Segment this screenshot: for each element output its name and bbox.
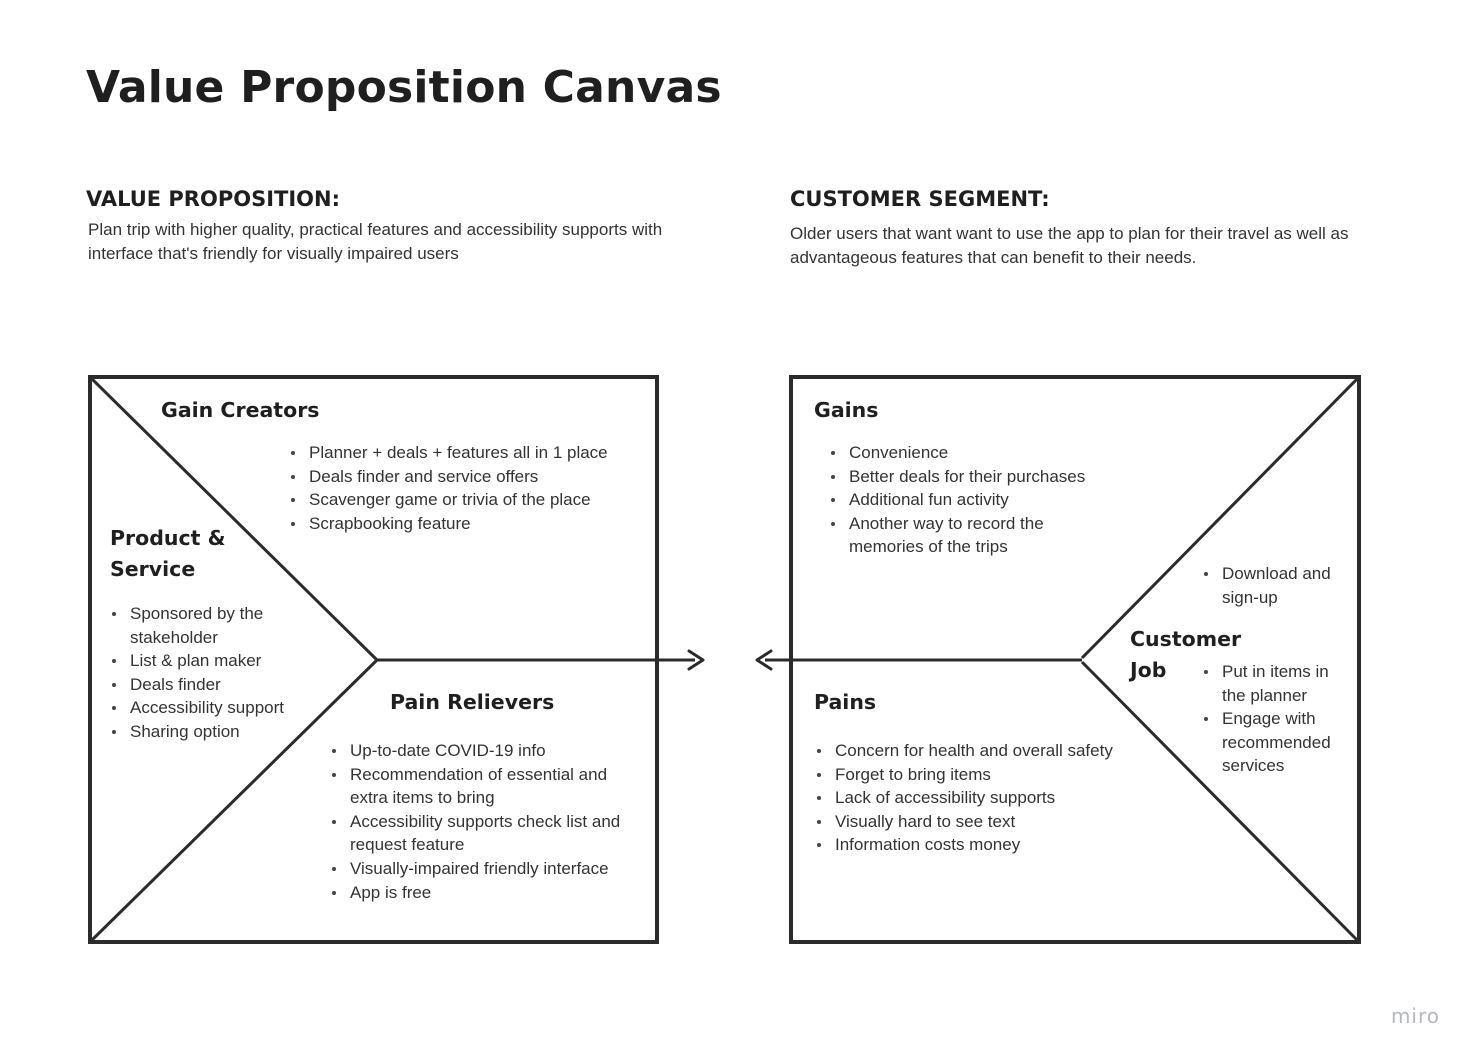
list-item: Accessibility supports check list and re… (330, 810, 630, 857)
list-item: Lack of accessibility supports (815, 786, 1145, 810)
list-item: Scrapbooking feature (289, 512, 639, 536)
right-arrow-head (687, 649, 705, 671)
gain-creators-title: Gain Creators (161, 398, 320, 422)
pains-title: Pains (814, 690, 877, 714)
customer-job-title-line2: Job (1130, 658, 1167, 682)
gain-creators-list: Planner + deals + features all in 1 plac… (289, 441, 639, 535)
list-item: Put in items in the planner (1202, 660, 1342, 707)
list-item: Visually hard to see text (815, 810, 1145, 834)
value-map-lower-diagonal (90, 658, 379, 942)
customer-profile-upper-diagonal (1080, 377, 1359, 660)
value-map-upper-diagonal (90, 377, 379, 662)
list-item: Convenience (829, 441, 1099, 465)
product-service-title-line2: Service (110, 557, 196, 581)
list-item: Another way to record the memories of th… (829, 512, 1099, 559)
gains-list: Convenience Better deals for their purch… (829, 441, 1099, 559)
list-item: Concern for health and overall safety (815, 739, 1145, 763)
product-service-title-line1: Product & (110, 526, 226, 550)
list-item: Sponsored by the stakeholder (110, 602, 290, 649)
list-item: Additional fun activity (829, 488, 1099, 512)
page-title: Value Proposition Canvas (86, 62, 722, 113)
product-service-title: Product & Service (110, 523, 225, 585)
value-proposition-text: Plan trip with higher quality, practical… (88, 220, 663, 263)
list-item: Planner + deals + features all in 1 plac… (289, 441, 639, 465)
list-item: Deals finder and service offers (289, 465, 639, 489)
list-item: Better deals for their purchases (829, 465, 1099, 489)
list-item: App is free (330, 881, 630, 905)
customer-profile-lower-diagonal (1080, 660, 1359, 942)
list-item: Recommendation of essential and extra it… (330, 763, 630, 810)
customer-job-list-bottom: Put in items in the planner Engage with … (1202, 660, 1342, 778)
miro-watermark: miro (1390, 1004, 1440, 1028)
pain-relievers-title: Pain Relievers (390, 690, 555, 714)
list-item: Scavenger game or trivia of the place (289, 488, 639, 512)
list-item: Up-to-date COVID-19 info (330, 739, 630, 763)
value-proposition-heading: VALUE PROPOSITION: (86, 187, 340, 211)
customer-job-title: Customer Job (1130, 624, 1241, 686)
customer-segment-heading: CUSTOMER SEGMENT: (790, 187, 1050, 211)
customer-segment-text: Older users that want want to use the ap… (790, 224, 1349, 267)
gains-title: Gains (814, 398, 879, 422)
list-item: Forget to bring items (815, 763, 1145, 787)
product-service-list: Sponsored by the stakeholder List & plan… (110, 602, 290, 744)
pains-list: Concern for health and overall safety Fo… (815, 739, 1145, 857)
list-item: Information costs money (815, 833, 1145, 857)
list-item: Engage with recommended services (1202, 707, 1342, 778)
list-item: Sharing option (110, 720, 290, 744)
list-item: Visually-impaired friendly interface (330, 857, 630, 881)
left-arrow-head (755, 649, 773, 671)
pain-relievers-list: Up-to-date COVID-19 info Recommendation … (330, 739, 630, 904)
customer-job-title-line1: Customer (1130, 627, 1242, 651)
list-item: List & plan maker (110, 649, 290, 673)
list-item: Accessibility support (110, 696, 290, 720)
list-item: Download and sign-up (1202, 562, 1342, 609)
list-item: Deals finder (110, 673, 290, 697)
customer-job-list-top: Download and sign-up (1202, 562, 1342, 609)
